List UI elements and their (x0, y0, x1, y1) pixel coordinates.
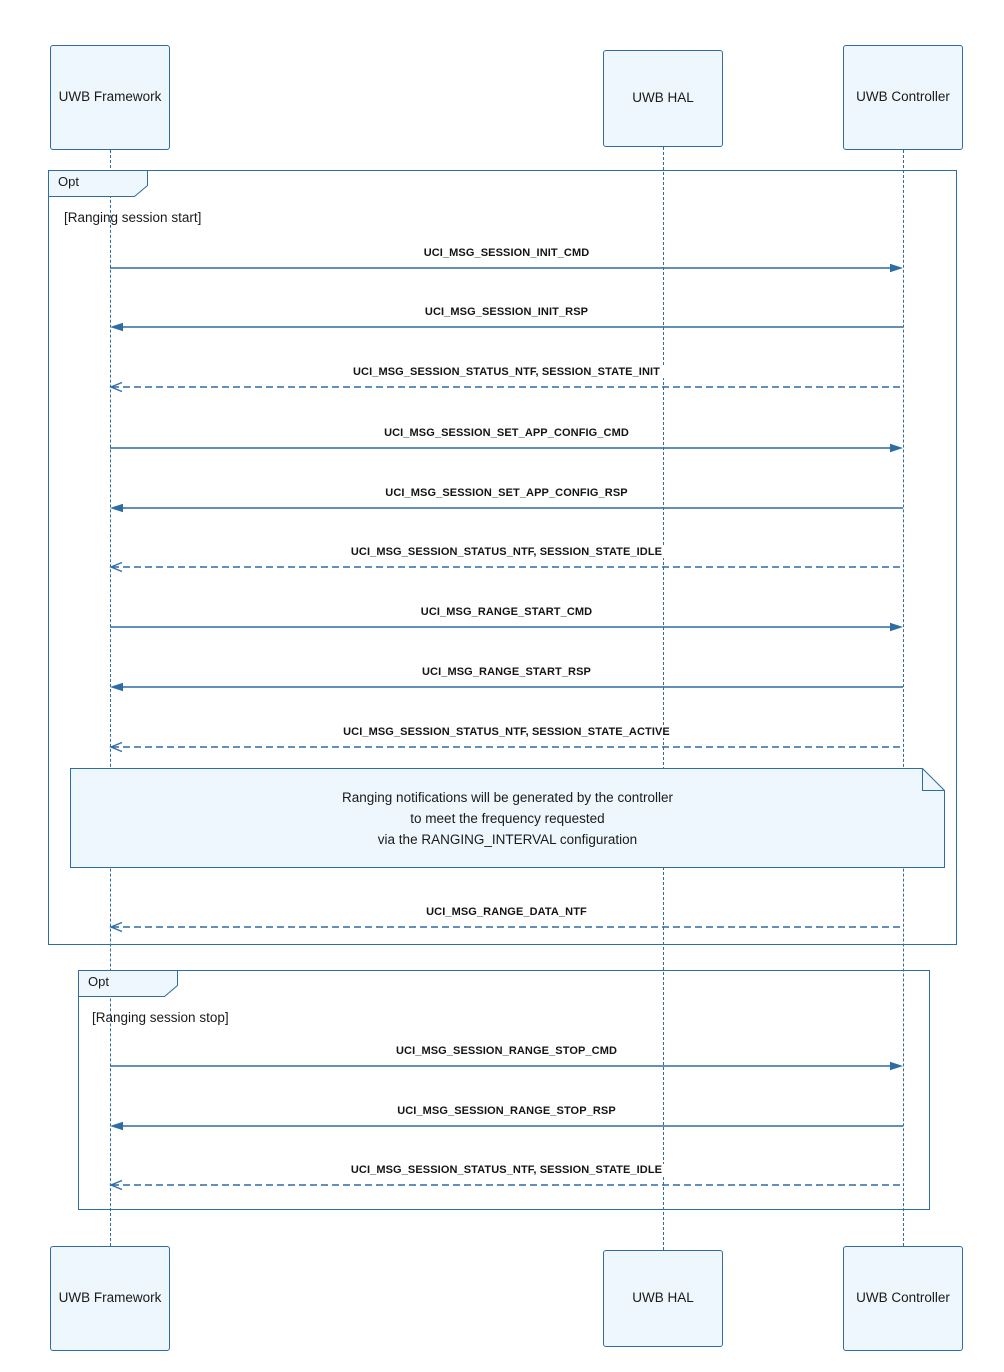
actor-uwb-hal-bottom: UWB HAL (603, 1250, 723, 1347)
message-arrow-dashed-left (109, 921, 903, 933)
message-label: UCI_MSG_RANGE_DATA_NTF (110, 906, 903, 918)
actor-uwb-hal-top: UWB HAL (603, 50, 723, 147)
opt-operator-label: Opt (58, 174, 79, 189)
message-label: UCI_MSG_SESSION_INIT_CMD (110, 247, 903, 259)
message-label: UCI_MSG_RANGE_START_RSP (110, 666, 903, 678)
actor-label: UWB Framework (58, 1290, 162, 1306)
actor-label: UWB Controller (856, 89, 950, 105)
opt-fragment-start (48, 170, 957, 945)
actor-uwb-framework-top: UWB Framework (50, 45, 170, 150)
actor-uwb-controller-bottom: UWB Controller (843, 1246, 963, 1351)
opt-fragment-stop-tab (78, 970, 178, 997)
message-arrow-left (110, 322, 903, 332)
message-arrow-left (110, 682, 903, 692)
message-arrow-right (110, 1061, 903, 1071)
opt-fragment-stop (78, 970, 930, 1210)
actor-label: UWB Framework (58, 89, 162, 105)
lifeline-controller (902, 150, 904, 1246)
actor-label: UWB HAL (632, 90, 694, 106)
message-label: UCI_MSG_SESSION_SET_APP_CONFIG_RSP (110, 487, 903, 499)
message-arrow-dashed-left (109, 381, 903, 393)
guard-ranging-session-stop: [Ranging session stop] (92, 1010, 229, 1025)
message-label: UCI_MSG_SESSION_STATUS_NTF, SESSION_STAT… (110, 546, 903, 558)
message-arrow-dashed-left (109, 741, 903, 753)
opt-fragment-start-tab (48, 170, 148, 197)
note-shape (70, 768, 945, 868)
note: Ranging notifications will be generated … (70, 768, 945, 868)
actor-label: UWB HAL (632, 1290, 694, 1306)
lifeline-hal (662, 147, 664, 1250)
message-arrow-right (110, 263, 903, 273)
actor-label: UWB Controller (856, 1290, 950, 1306)
message-arrow-left (110, 503, 903, 513)
actor-uwb-controller-top: UWB Controller (843, 45, 963, 150)
message-arrow-right (110, 622, 903, 632)
message-label: UCI_MSG_SESSION_SET_APP_CONFIG_CMD (110, 427, 903, 439)
lifeline-framework (109, 150, 111, 1246)
message-label: UCI_MSG_SESSION_STATUS_NTF, SESSION_STAT… (110, 366, 903, 378)
guard-ranging-session-start: [Ranging session start] (64, 210, 202, 225)
message-label: UCI_MSG_SESSION_STATUS_NTF, SESSION_STAT… (110, 726, 903, 738)
note-text: Ranging notifications will be generated … (342, 789, 673, 847)
message-arrow-dashed-left (109, 1179, 903, 1191)
message-label: UCI_MSG_SESSION_STATUS_NTF, SESSION_STAT… (110, 1164, 903, 1176)
message-arrow-left (110, 1121, 903, 1131)
message-label: UCI_MSG_SESSION_RANGE_STOP_RSP (110, 1105, 903, 1117)
actor-uwb-framework-bottom: UWB Framework (50, 1246, 170, 1351)
message-arrow-dashed-left (109, 561, 903, 573)
message-label: UCI_MSG_SESSION_INIT_RSP (110, 306, 903, 318)
message-label: UCI_MSG_SESSION_RANGE_STOP_CMD (110, 1045, 903, 1057)
message-label: UCI_MSG_RANGE_START_CMD (110, 606, 903, 618)
message-arrow-right (110, 443, 903, 453)
opt-operator-label: Opt (88, 974, 109, 989)
